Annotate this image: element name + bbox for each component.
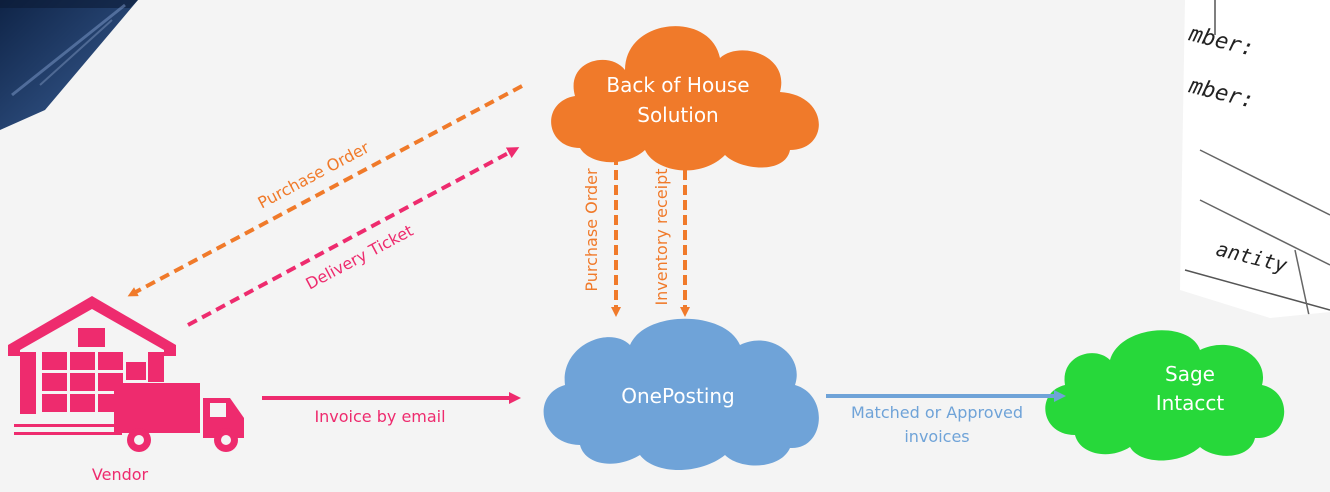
document-photo: mber: mber: antity	[1180, 0, 1330, 318]
oneposting-cloud: OnePosting	[543, 318, 819, 470]
corner-decoration	[0, 0, 138, 130]
sage-label-line1: Sage	[1165, 362, 1215, 386]
warehouse-truck-icon	[8, 296, 244, 452]
vendor-label: Vendor	[92, 465, 149, 484]
sage-intacct-cloud: Sage Intacct	[1045, 330, 1285, 461]
back-of-house-cloud: Back of House Solution	[551, 26, 819, 171]
oneposting-label: OnePosting	[621, 384, 735, 408]
invoice-by-email-label: Invoice by email	[314, 407, 445, 426]
matched-invoices-label-line2: invoices	[904, 427, 969, 446]
purchase-order-down-label: Purchase Order	[582, 168, 601, 292]
inventory-receipt-label: Inventory receipt	[652, 168, 671, 305]
back-of-house-label-line1: Back of House	[606, 73, 749, 97]
purchase-order-to-vendor-label: Purchase Order	[255, 138, 373, 213]
back-of-house-label-line2: Solution	[637, 103, 718, 127]
purchase-order-to-vendor-arrow	[127, 84, 523, 297]
matched-invoices-label-line1: Matched or Approved	[851, 403, 1023, 422]
delivery-ticket-arrow	[187, 147, 520, 327]
sage-label-line2: Intacct	[1156, 391, 1225, 415]
